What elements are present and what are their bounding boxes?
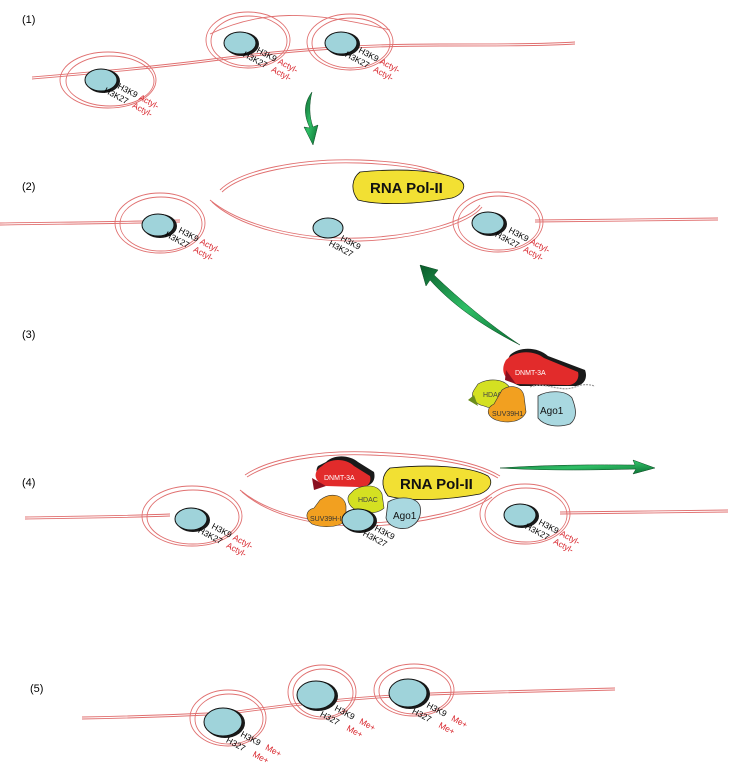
rna-pol-label: RNA Pol-II <box>370 180 443 197</box>
panel-1: (1) H3K9 Actyl- H3K27 Acty <box>22 11 576 119</box>
nucleosome-2a <box>141 213 177 238</box>
dnmt-3a-protein: DNMT-3A <box>312 456 375 490</box>
nucleosome-1b <box>223 31 259 56</box>
panel-5: (5) H3K9 Me+ H327 Me+ <box>30 663 616 766</box>
rna-pol-ii: RNA Pol-II <box>352 169 465 205</box>
nucleosome-4c <box>503 503 539 528</box>
dna-fragment <box>529 384 596 390</box>
arrow-down-icon <box>303 91 319 146</box>
suv-label: SUV39H1 <box>492 411 523 418</box>
dna-strand-1 <box>31 11 576 109</box>
nucleosome-1a <box>84 68 120 93</box>
dnmt-label: DNMT-3A <box>515 370 546 377</box>
hdac-label: HDAC <box>358 497 378 504</box>
nucleosome-5a <box>203 707 245 738</box>
dna-strand-4 <box>24 451 729 547</box>
panel-1-label: (1) <box>22 14 35 26</box>
suv-label: SUV39H-I <box>310 516 342 523</box>
nucleosome-1c <box>324 31 360 56</box>
panel-2: (2) RNA Pol-II <box>0 159 719 263</box>
panel-3-label: (3) <box>22 329 35 341</box>
ago1-protein: Ago1 <box>537 391 576 427</box>
arrow-right-icon <box>499 459 656 475</box>
nucleosome-4a <box>174 507 210 532</box>
panel-2-label: (2) <box>22 181 35 193</box>
nucleosome-2c <box>471 211 507 236</box>
dnmt-3a-protein: DNMT-3A <box>503 348 586 386</box>
arrow-up-left-icon <box>419 264 521 346</box>
panel-5-label: (5) <box>30 683 43 695</box>
suv39h1-protein: SUV39H-I <box>306 494 347 527</box>
ago1-label: Ago1 <box>393 511 417 522</box>
panel-4-label: (4) <box>22 477 35 489</box>
nucleosome-5c <box>388 678 430 709</box>
ago1-label: Ago1 <box>540 406 564 417</box>
hdac-protein: HDAC <box>347 485 385 514</box>
nucleosome-4b <box>341 508 377 533</box>
suv39h1-protein: SUV39H1 <box>487 386 527 423</box>
nucleosome-2b <box>312 217 344 239</box>
dnmt-label: DNMT-3A <box>324 475 355 482</box>
rna-pol-label: RNA Pol-II <box>400 476 473 493</box>
rna-pol-ii: RNA Pol-II <box>382 465 492 501</box>
panel-3: (3) DNMT-3A HDAC SUV39H1 Ago1 <box>22 329 596 427</box>
nucleosome-5b <box>296 680 338 711</box>
dna-strand-5 <box>81 663 616 747</box>
hdac-label: HDAC <box>483 392 503 399</box>
ago1-protein: Ago1 <box>385 497 421 529</box>
